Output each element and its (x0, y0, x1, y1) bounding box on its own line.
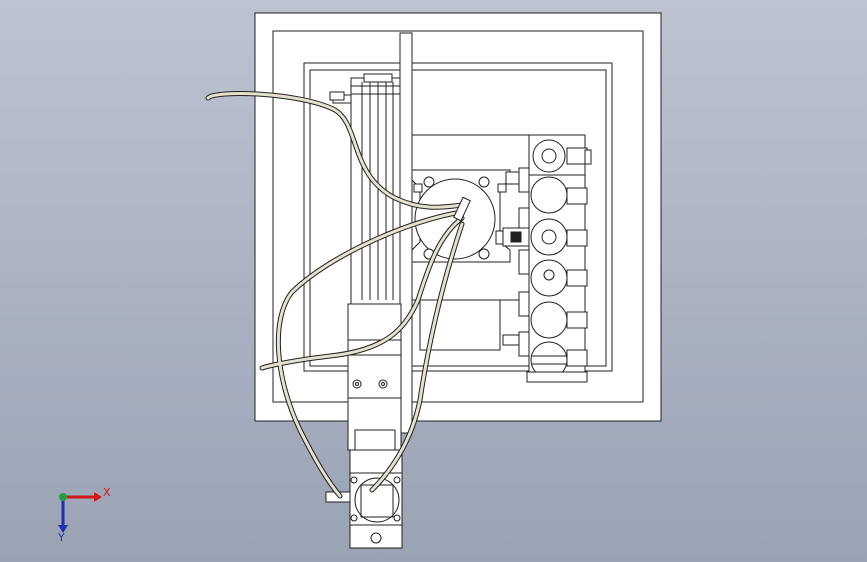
valve-5 (530, 301, 568, 339)
valve-2 (530, 176, 568, 214)
triad-origin (59, 493, 67, 501)
hose-2 (276, 210, 464, 498)
middle-plate (272, 30, 644, 403)
axis-triad (58, 492, 102, 533)
hose-1 (206, 92, 464, 209)
gripper-disk (354, 477, 400, 523)
hose-bundle (206, 92, 464, 498)
y-axis-label: Y (58, 531, 65, 544)
guide-rail (399, 32, 413, 434)
hose-3 (260, 216, 464, 370)
x-axis-label: X (103, 486, 111, 499)
carriage-neck (347, 397, 402, 451)
hose-4 (370, 222, 464, 492)
cylinder-cap (363, 73, 393, 83)
inner-plate (303, 62, 613, 372)
rotary-disk (414, 178, 496, 260)
inner-plate-border (309, 69, 607, 367)
hose-fitting (453, 196, 471, 222)
mounting-plate-lower (419, 299, 501, 351)
